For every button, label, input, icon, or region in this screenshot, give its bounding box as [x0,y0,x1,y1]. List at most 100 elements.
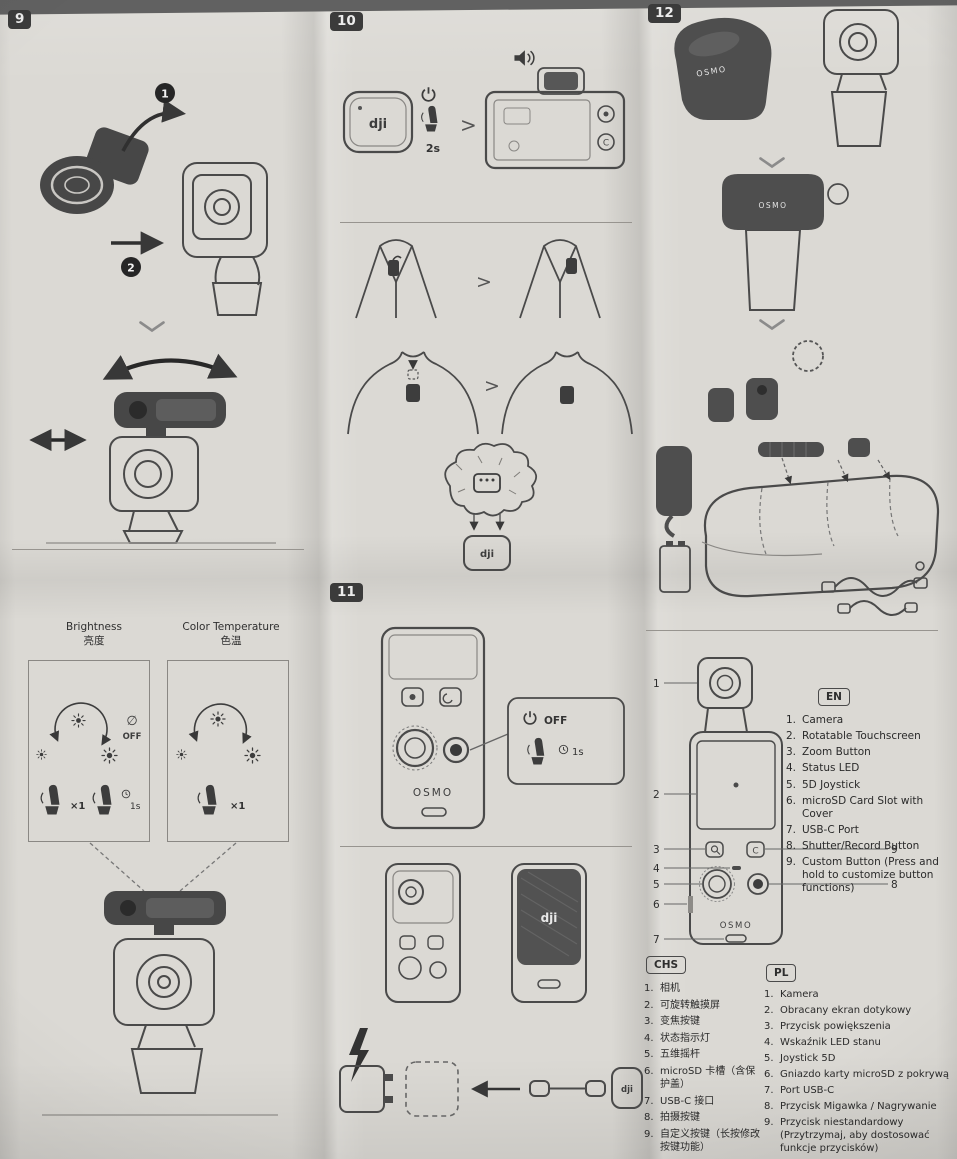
legend-item: 4.Wskaźnik LED stanu [764,1037,881,1048]
zoom-button [597,105,615,123]
legend-item: 2.Rotatable Touchscreen [786,730,921,743]
usb-c-port [421,807,447,817]
press-once-label: ×1 [230,801,245,812]
legend-item: 4.状态指示灯 [644,1032,710,1044]
chevron-down-icon [139,321,165,332]
legend-pl-tag: PL [766,964,797,982]
callout-3: 3 [653,844,660,856]
sun-icon [71,713,86,728]
usb-c-port [537,979,561,989]
protective-cover: OSMO [722,174,849,230]
battery [659,541,691,593]
callout-8: 8 [891,879,898,891]
section-12-badge: 12 [648,4,681,23]
mic-power-on-illustration: dji 2s > C [342,49,626,170]
hold-1s-label: 1s [572,747,584,758]
sun-small-icon [36,749,47,760]
lightning-icon [349,1028,369,1082]
clock-icon [121,789,131,799]
section-9-badge: 9 [8,10,32,29]
off-label: OFF [123,732,142,742]
speaker-icon [513,49,535,67]
sun-large-icon [101,747,118,764]
dji-logo: dji [369,117,387,132]
pack-arrow [837,459,849,483]
camera-handle [744,229,802,311]
power-icon [523,710,537,725]
status-led [732,866,741,870]
legend-item: 8.拍摄按键 [644,1112,700,1123]
osmo-label: OSMO [758,201,787,210]
brightness-label: Brightness 亮度 [38,620,150,648]
osmo-label: OSMO [413,787,453,799]
color-temp-control-diagram: ×1 [176,703,261,816]
mic-attached [560,386,574,404]
torso-result [501,351,633,435]
brightness-label-zh: 亮度 [83,635,105,648]
callout-7: 7 [653,934,660,946]
sun-icon [210,711,226,727]
mic-transmitter: dji [611,1067,643,1109]
camera-outline [113,938,215,1094]
step-1-circle [155,83,175,103]
legend-item: 8.Przycisk Migawka / Nagrywanie [764,1101,937,1112]
lanyard-hole [827,183,849,205]
mount-cap [848,438,870,457]
osmo-label: OSMO [720,921,753,931]
separator: > [476,271,492,293]
camera-outline [182,162,268,316]
record-button [753,879,763,889]
osmo-back-panel [380,626,486,830]
osmo-pocket-diagram: C OSMO 1 2 3 4 5 [653,657,898,946]
microsd-slot [688,896,693,913]
mic-clip [388,260,399,276]
off-symbol: ∅ [126,714,137,729]
light-module-on-camera-illustration [42,842,278,1116]
callout-2: 2 [653,789,660,801]
callout-5: 5 [653,879,660,891]
remove-cover-illustration: OSMO [674,9,899,147]
clip-on-collar-illustration: > [355,239,601,319]
legend-item: 6.Gniazdo karty microSD z pokrywą [764,1069,950,1080]
step-1-label: 1 [161,88,169,101]
step-2-label: 2 [127,262,135,275]
callout-lines [664,682,888,940]
attach-light-module-illustration: 1 2 [40,83,268,316]
legend-item: 9.自定义按键（长按修改按键功能） [644,1128,760,1154]
mic-clip-attached [566,258,577,274]
light-module [114,392,226,437]
camera-outline [823,9,899,147]
custom-button-glyph [442,693,453,704]
custom-button [597,133,615,151]
mount-adapter [708,388,734,422]
brightness-label-en: Brightness [66,621,122,633]
callout-6: 6 [653,899,660,911]
legend-item: 5.Joystick 5D [764,1053,836,1064]
chevron-down-icon [759,157,785,168]
callout-dash-left [89,842,145,892]
adjust-arc-arrow [188,703,252,744]
legend-item: 3.Zoom Button [786,746,871,759]
section-10-badge: 10 [330,12,363,31]
usb-c-cable [529,1080,606,1097]
extension-rod [758,442,824,457]
off-label: OFF [544,715,567,727]
legend-item: 7.USB-C Port [786,823,859,836]
zipper-pull [915,561,925,571]
brightness-control-diagram: ∅ OFF ×1 1s [36,702,142,816]
camera-outline [109,436,199,544]
mic-transmitter: dji [463,535,511,571]
legend-en-tag: EN [818,688,850,706]
device-front [385,863,461,1003]
screen-dot [733,782,739,788]
power-off-callout: OFF 1s [507,697,625,785]
hold-1s-label: 1s [130,802,141,812]
callout-1: 1 [653,678,660,690]
mic-on-chest [406,384,420,402]
legend-item: 6.microSD 卡槽（含保护盖） [644,1065,756,1091]
cables [821,577,928,616]
dji-logo: dji [621,1085,633,1095]
color-temp-label: Color Temperature 色温 [168,620,294,648]
